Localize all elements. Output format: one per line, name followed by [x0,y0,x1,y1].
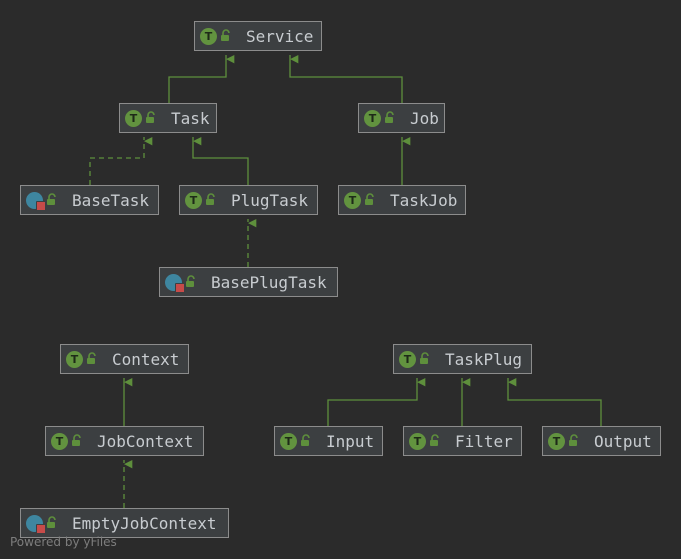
edge-job-to-service [289,55,403,103]
edge-input-to-taskplug [327,378,426,426]
node-basetask[interactable]: BaseTask [20,185,159,215]
node-context-label: Context [112,349,180,369]
edge-output-to-taskplug [507,378,602,426]
unlock-icon [300,432,312,451]
node-emptyjobcontext[interactable]: EmptyJobContext [20,508,229,538]
kind-letter: T [552,434,561,448]
kind-letter: T [55,434,64,448]
unlock-icon [220,27,232,46]
unlock-icon [71,432,83,451]
node-service-label: Service [246,26,314,46]
node-filter[interactable]: T Filter [403,426,522,456]
node-emptyjobcontext-label: EmptyJobContext [72,513,217,533]
node-input[interactable]: T Input [274,426,383,456]
kind-letter: T [413,434,422,448]
node-baseplugtask[interactable]: BasePlugTask [159,267,338,297]
node-taskjob-label: TaskJob [390,190,458,210]
unlock-icon [185,273,197,292]
interface-icon: T [344,191,361,209]
powered-by-footer: Powered by yFiles [10,535,117,549]
interface-icon: T [125,109,142,127]
kind-letter: T [204,29,213,43]
node-baseplugtask-label: BasePlugTask [211,272,327,292]
kind-letter: T [284,434,293,448]
node-taskjob[interactable]: T TaskJob [338,185,466,215]
interface-icon: T [51,432,68,450]
interface-icon: T [200,27,217,45]
node-output-label: Output [594,431,652,451]
node-job[interactable]: T Job [358,103,445,133]
node-plugtask[interactable]: T PlugTask [179,185,318,215]
edge-plugtask-to-task [192,137,249,185]
unlock-icon [568,432,580,451]
unlock-icon [46,191,58,210]
unlock-icon [364,191,376,210]
node-service[interactable]: T Service [194,21,322,51]
kind-letter: T [368,111,377,125]
interface-icon: T [548,432,565,450]
unlock-icon [429,432,441,451]
abstract-class-icon [26,191,46,211]
unlock-icon [384,109,396,128]
abstract-class-icon [26,514,46,534]
node-basetask-label: BaseTask [72,190,150,210]
edge-task-to-service [168,55,235,103]
unlock-icon [46,514,58,533]
node-input-label: Input [326,431,375,451]
kind-letter: T [70,352,79,366]
interface-icon: T [409,432,426,450]
node-filter-label: Filter [455,431,513,451]
node-taskplug[interactable]: T TaskPlug [393,344,532,374]
kind-letter: T [403,352,412,366]
abstract-class-icon [165,273,185,293]
kind-letter: T [129,111,138,125]
unlock-icon [86,350,98,369]
node-jobcontext[interactable]: T JobContext [45,426,204,456]
interface-icon: T [364,109,381,127]
interface-icon: T [280,432,297,450]
node-output[interactable]: T Output [542,426,661,456]
node-jobcontext-label: JobContext [97,431,194,451]
node-taskplug-label: TaskPlug [445,349,523,369]
unlock-icon [145,109,157,128]
node-task[interactable]: T Task [119,103,217,133]
edge-basetask-to-task [89,137,153,185]
kind-letter: T [189,193,198,207]
node-context[interactable]: T Context [60,344,189,374]
node-task-label: Task [171,108,210,128]
interface-icon: T [185,191,202,209]
unlock-icon [419,350,431,369]
interface-icon: T [399,350,416,368]
interface-icon: T [66,350,83,368]
kind-letter: T [348,193,357,207]
node-job-label: Job [410,108,439,128]
unlock-icon [205,191,217,210]
node-plugtask-label: PlugTask [231,190,309,210]
